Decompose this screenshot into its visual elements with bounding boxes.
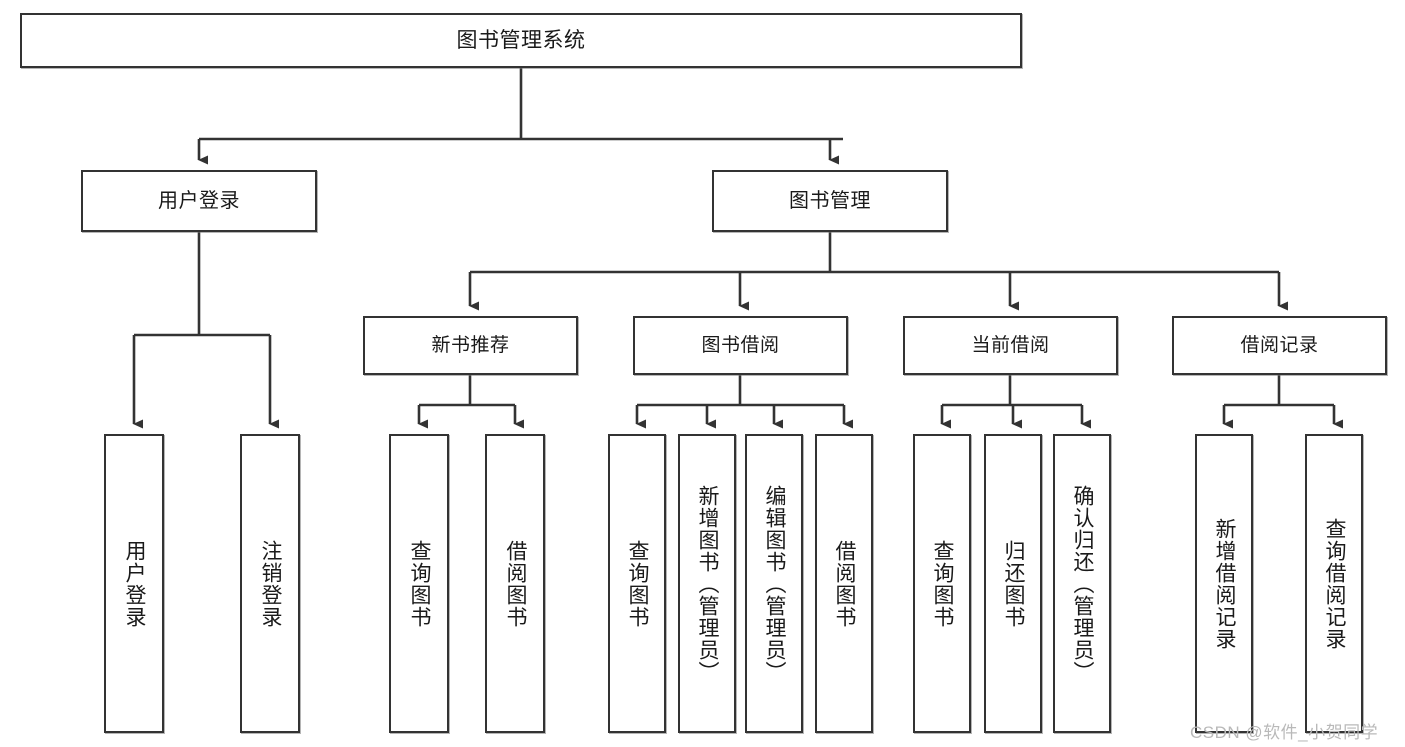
node-label: 查询借阅记录 (1323, 517, 1347, 650)
leaf-query-borrow-record[interactable]: 查询借阅记录 (1305, 434, 1363, 733)
node-label: 新增借阅记录 (1213, 517, 1237, 650)
node-label: 用户登录 (158, 189, 240, 212)
leaf-borrow-book[interactable]: 借阅图书 (815, 434, 873, 733)
node-label: 当前借阅 (971, 334, 1050, 356)
node-label: 归还图书 (1002, 539, 1026, 628)
node-label: 查询图书 (931, 539, 955, 628)
node-book-management[interactable]: 图书管理 (712, 170, 948, 232)
node-user-login[interactable]: 用户登录 (81, 170, 317, 232)
leaf-logout[interactable]: 注销登录 (240, 434, 300, 733)
node-label: 查询图书 (408, 539, 432, 628)
node-label: 图书借阅 (701, 334, 780, 356)
leaf-query-book-borrow[interactable]: 查询图书 (608, 434, 666, 733)
leaf-confirm-return-admin[interactable]: 确认归还（管理员） (1053, 434, 1111, 733)
node-label: 用户登录 (123, 539, 147, 628)
node-label: 借阅图书 (504, 539, 528, 628)
leaf-return-book[interactable]: 归还图书 (984, 434, 1042, 733)
node-label: 借阅图书 (833, 539, 857, 628)
leaf-query-book-current[interactable]: 查询图书 (913, 434, 971, 733)
node-label: 查询图书 (626, 539, 650, 628)
leaf-add-borrow-record[interactable]: 新增借阅记录 (1195, 434, 1253, 733)
node-label: 图书管理 (789, 189, 871, 212)
node-current-borrow[interactable]: 当前借阅 (903, 316, 1118, 375)
node-label: 编辑图书（管理员） (763, 484, 787, 683)
node-label: 注销登录 (259, 539, 283, 628)
leaf-query-book-newbook[interactable]: 查询图书 (389, 434, 449, 733)
node-label: 图书管理系统 (456, 28, 586, 52)
node-root-system[interactable]: 图书管理系统 (20, 13, 1022, 68)
node-borrow-record[interactable]: 借阅记录 (1172, 316, 1387, 375)
csdn-watermark: CSDN @软件_小贺同学 (1190, 723, 1379, 742)
node-new-book-recommend[interactable]: 新书推荐 (363, 316, 578, 375)
leaf-user-login[interactable]: 用户登录 (104, 434, 164, 733)
node-label: 借阅记录 (1240, 334, 1319, 356)
node-label: 新增图书（管理员） (696, 484, 720, 683)
leaf-borrow-book-newbook[interactable]: 借阅图书 (485, 434, 545, 733)
node-label: 确认归还（管理员） (1071, 484, 1095, 683)
node-label: 新书推荐 (431, 334, 510, 356)
leaf-add-book-admin[interactable]: 新增图书（管理员） (678, 434, 736, 733)
node-book-borrow[interactable]: 图书借阅 (633, 316, 848, 375)
leaf-edit-book-admin[interactable]: 编辑图书（管理员） (745, 434, 803, 733)
